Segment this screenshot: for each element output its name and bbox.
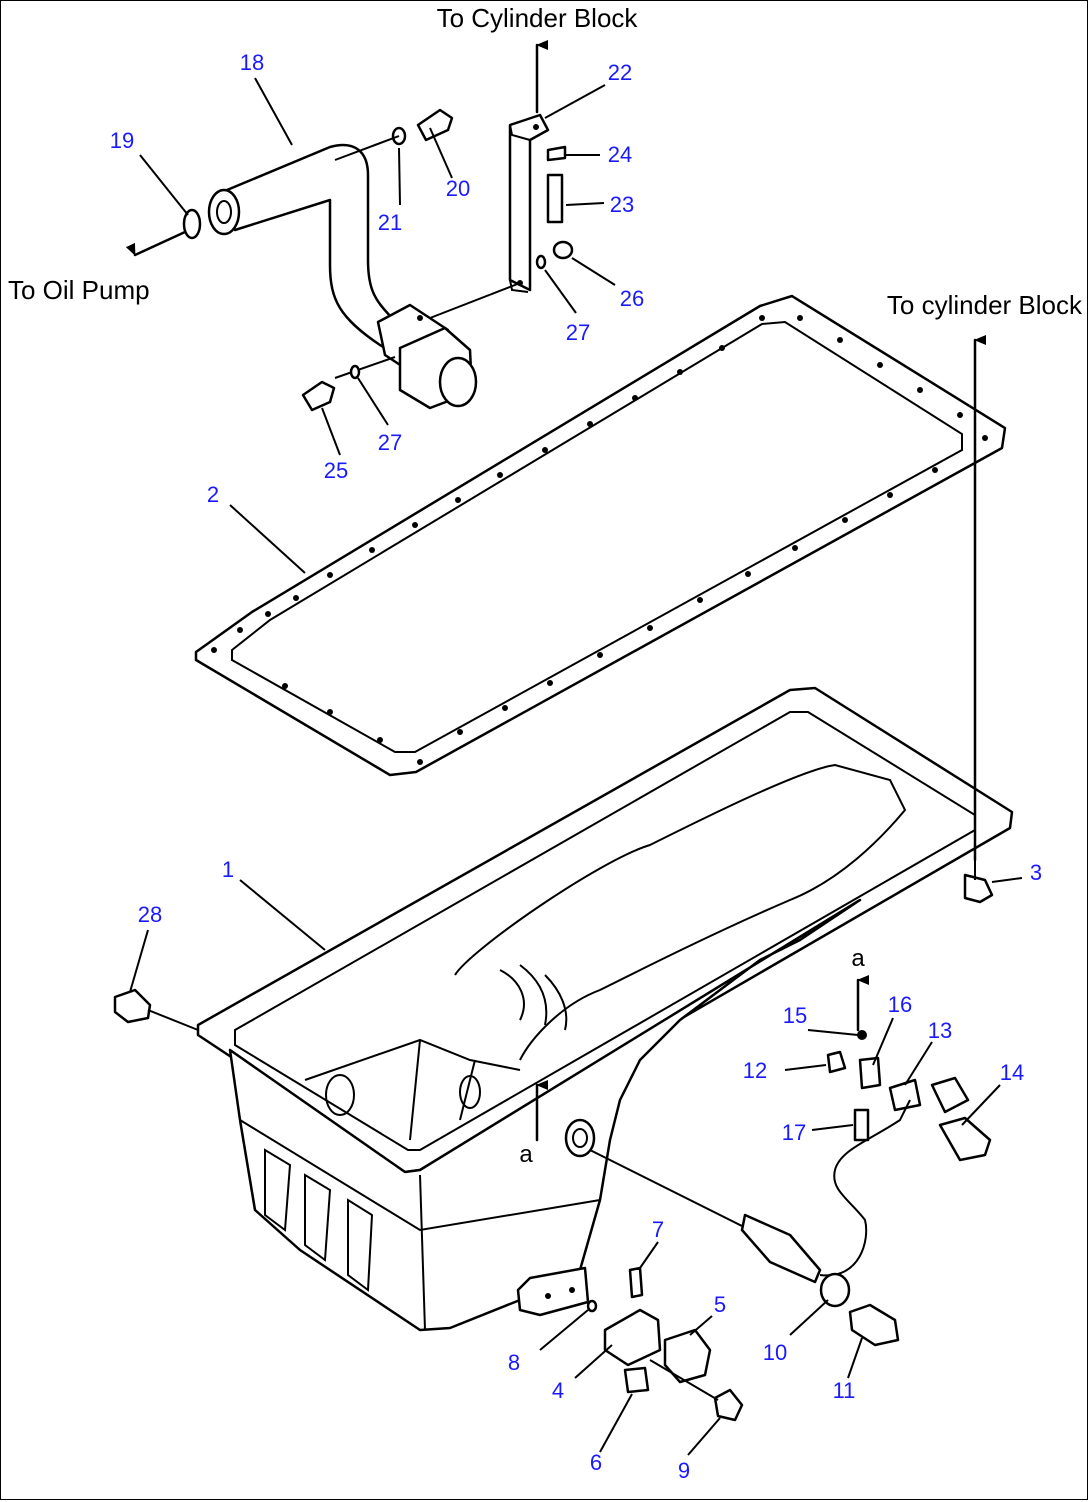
harness-connector bbox=[740, 1213, 822, 1284]
callout-12: 12 bbox=[743, 1058, 767, 1083]
bolt-11 bbox=[848, 1303, 900, 1347]
callout-labels: 18 19 20 21 22 24 23 26 27 27 25 2 1 3 2… bbox=[110, 50, 1042, 1483]
washer-15 bbox=[857, 1030, 867, 1040]
nut-12 bbox=[826, 1050, 847, 1074]
callout-4: 4 bbox=[552, 1378, 564, 1403]
callout-27b: 27 bbox=[378, 430, 402, 455]
callout-13: 13 bbox=[928, 1018, 952, 1043]
callout-8: 8 bbox=[508, 1350, 520, 1375]
washer-27b bbox=[349, 364, 361, 380]
o-ring-19 bbox=[182, 208, 202, 240]
callout-19: 19 bbox=[110, 128, 134, 153]
suction-pipe bbox=[207, 143, 478, 410]
to-cylinder-block-top: To Cylinder Block bbox=[437, 3, 639, 33]
pipe-bracket bbox=[429, 113, 550, 319]
plug-28 bbox=[113, 988, 152, 1024]
leader-lines bbox=[129, 77, 1023, 1456]
callout-26: 26 bbox=[620, 286, 644, 311]
callout-16: 16 bbox=[888, 992, 912, 1017]
callout-14: 14 bbox=[1000, 1060, 1024, 1085]
clamp-16 bbox=[858, 1056, 882, 1090]
callout-5: 5 bbox=[714, 1292, 726, 1317]
cover-4 bbox=[603, 1308, 662, 1367]
bolt-9 bbox=[713, 1388, 744, 1422]
bolt-17 bbox=[853, 1108, 870, 1142]
bolt-20 bbox=[416, 108, 454, 142]
o-ring-8 bbox=[586, 1299, 598, 1313]
callout-10: 10 bbox=[763, 1340, 787, 1365]
marker-a-upper: a bbox=[851, 945, 865, 972]
direction-arrows bbox=[125, 40, 986, 1142]
oil-pan bbox=[196, 686, 1014, 1332]
nut-6 bbox=[623, 1366, 650, 1394]
lower-hardware bbox=[113, 860, 994, 1422]
callout-3: 3 bbox=[1030, 860, 1042, 885]
callout-17: 17 bbox=[782, 1120, 806, 1145]
callout-21: 21 bbox=[378, 210, 402, 235]
callout-18: 18 bbox=[240, 50, 264, 75]
sensor-14 bbox=[930, 1076, 970, 1114]
oil-pan-gasket bbox=[194, 294, 1007, 777]
callout-25: 25 bbox=[324, 458, 348, 483]
to-cylinder-block-right: To cylinder Block bbox=[887, 290, 1083, 320]
washer-24 bbox=[546, 145, 567, 162]
callout-11: 11 bbox=[833, 1378, 856, 1403]
callout-24: 24 bbox=[608, 142, 632, 167]
gasket-bolt-holes bbox=[211, 315, 988, 765]
pin-7 bbox=[628, 1266, 644, 1299]
callout-20: 20 bbox=[446, 176, 470, 201]
bolt-25 bbox=[301, 380, 336, 412]
callout-22: 22 bbox=[608, 60, 632, 85]
bolt-23 bbox=[546, 173, 564, 224]
callout-15: 15 bbox=[783, 1003, 807, 1028]
callout-23: 23 bbox=[610, 192, 634, 217]
nut-26 bbox=[552, 240, 574, 260]
callout-9: 9 bbox=[678, 1458, 690, 1483]
bolt-14 bbox=[938, 1116, 992, 1162]
marker-a-lower: a bbox=[519, 1141, 533, 1168]
callout-28: 28 bbox=[138, 902, 162, 927]
to-oil-pump: To Oil Pump bbox=[8, 275, 150, 305]
upper-hardware bbox=[182, 108, 574, 412]
callout-7: 7 bbox=[652, 1217, 664, 1242]
callout-6: 6 bbox=[590, 1450, 602, 1475]
bolt-3 bbox=[963, 873, 994, 904]
callout-1: 1 bbox=[222, 857, 234, 882]
plug-5 bbox=[663, 1328, 712, 1384]
sensor-10 bbox=[819, 1272, 851, 1308]
callout-2: 2 bbox=[207, 482, 219, 507]
washer-27 bbox=[535, 254, 547, 270]
callout-27a: 27 bbox=[566, 320, 590, 345]
